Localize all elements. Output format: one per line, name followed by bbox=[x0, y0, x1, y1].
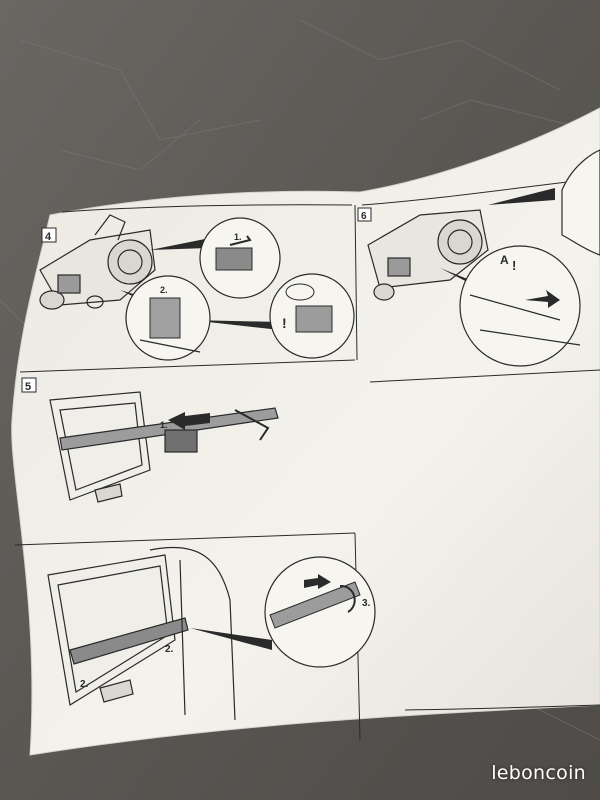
step-badge-5: 5 bbox=[21, 377, 37, 393]
detail-circle-6: A ! bbox=[459, 245, 581, 367]
mower-illustration-4 bbox=[39, 214, 156, 310]
warning-mark-6: ! bbox=[512, 258, 516, 273]
step-badge-4: 4 bbox=[41, 227, 57, 243]
floor-cracks bbox=[0, 19, 600, 741]
grass-box-illustration-bottom bbox=[47, 546, 236, 721]
step-number-6: 6 bbox=[361, 211, 367, 222]
detail-circle-4a: 1. bbox=[199, 217, 281, 299]
step-badge-6: 6 bbox=[357, 207, 372, 222]
step-number-5: 5 bbox=[25, 381, 31, 393]
warning-mark-4: ! bbox=[282, 315, 287, 331]
callout-label-5-1: 1. bbox=[160, 420, 168, 430]
callout-label-2c: 2. bbox=[165, 644, 174, 655]
detail-circle-4c: ! bbox=[269, 273, 355, 359]
leboncoin-watermark: leboncoin bbox=[491, 762, 586, 784]
callout-label-A: A bbox=[500, 253, 509, 267]
grass-box-illustration-5 bbox=[49, 391, 279, 503]
pointer-wedge-bottom bbox=[190, 628, 272, 650]
callout-label-1: 1. bbox=[234, 232, 242, 242]
callout-label-2: 2. bbox=[160, 285, 168, 295]
panel-6-cutoff-shape bbox=[561, 149, 600, 256]
detail-circle-bottom: 3. bbox=[264, 556, 376, 668]
detail-circle-4b: 2. bbox=[125, 275, 211, 361]
mower-illustration-6 bbox=[367, 209, 489, 301]
arrow-push-left bbox=[168, 412, 210, 430]
callout-label-2b: 2. bbox=[80, 679, 89, 690]
step-number-4: 4 bbox=[45, 231, 52, 243]
callout-label-3: 3. bbox=[362, 598, 371, 609]
